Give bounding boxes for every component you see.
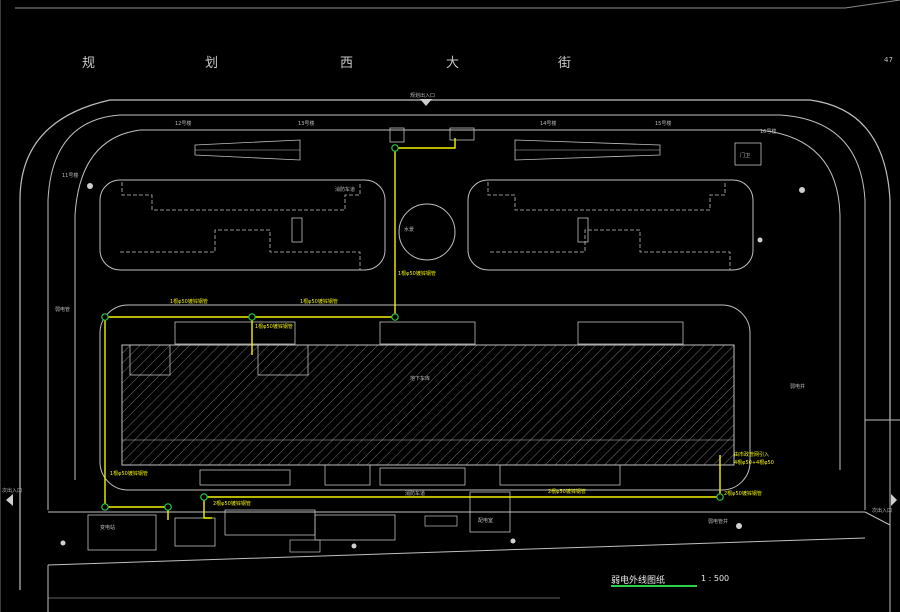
gate-arrow-top xyxy=(420,99,432,106)
main-road-label: 消防车道 xyxy=(405,491,426,497)
route-label: 1根φ50镀锌钢管 xyxy=(110,471,148,477)
route-label: 1根φ50镀锌钢管 xyxy=(398,271,436,277)
gate-left-label: 次出入口 xyxy=(2,488,23,494)
manhole-node xyxy=(101,313,109,321)
street-boundary xyxy=(19,99,891,590)
title-underline xyxy=(611,585,697,587)
building-label: 11号楼 xyxy=(62,173,79,179)
fire-lane-label: 消防车道 xyxy=(335,187,356,193)
route-label: 由市政管网引入 xyxy=(734,452,770,458)
street-name-char: 规 xyxy=(82,56,96,71)
street-name-char: 大 xyxy=(446,56,460,71)
site-outer-road xyxy=(47,114,866,510)
main-building-hatch xyxy=(121,344,735,466)
upper-left-block xyxy=(99,179,386,271)
round-pool xyxy=(398,203,456,261)
building-label: 12号楼 xyxy=(175,121,192,127)
route-label: 4根φ50+4根φ50 xyxy=(734,460,774,466)
manhole-node xyxy=(248,313,256,321)
street-name-char: 街 xyxy=(558,56,572,71)
route-label: 1根φ50镀锌钢管 xyxy=(170,299,208,305)
note-label: 弱电管井 xyxy=(708,519,729,525)
route-top-branch xyxy=(395,138,456,149)
sheet-border-top xyxy=(15,0,900,9)
edge-number: 47 xyxy=(884,56,893,64)
building-label: 15号楼 xyxy=(655,121,672,127)
station-label: 变电站 xyxy=(100,525,116,531)
main-building-outline xyxy=(99,304,751,491)
manhole-nodes xyxy=(101,144,724,511)
lower-building-b xyxy=(174,517,216,547)
route-bottom-left xyxy=(105,506,169,520)
lower-building-e xyxy=(469,491,511,533)
building-label: 14号楼 xyxy=(540,121,557,127)
building-label: 16号楼 xyxy=(760,129,777,135)
drawing-title: 弱电外线图纸 xyxy=(611,576,666,586)
upper-right-block xyxy=(467,179,754,271)
manhole-node xyxy=(164,503,172,511)
manhole-node xyxy=(200,493,208,501)
pool-label: 水景 xyxy=(404,227,415,233)
guard-label: 门卫 xyxy=(740,153,751,159)
gate-arrow-right xyxy=(891,494,897,506)
manhole-node xyxy=(391,144,399,152)
street-name-char: 划 xyxy=(205,56,219,71)
street-name-char: 西 xyxy=(340,56,354,71)
drawing-scale: 1 : 500 xyxy=(701,574,730,583)
route-label: 2根φ50镀锌钢管 xyxy=(724,491,762,497)
gate-arrow-left xyxy=(6,494,13,506)
garage-label: 地下车库 xyxy=(410,376,431,382)
route-label: 1根φ50镀锌钢管 xyxy=(300,299,338,305)
note-label: 弱电井 xyxy=(790,384,806,390)
gate-top-label: 规划出入口 xyxy=(410,93,436,99)
route-label: 2根φ50镀锌钢管 xyxy=(548,489,586,495)
lower-building-d xyxy=(314,514,396,541)
parking-strip-left xyxy=(194,139,301,161)
note-label: 弱电管 xyxy=(55,307,71,313)
route-bottom-drop xyxy=(203,497,212,519)
manhole-node xyxy=(716,493,724,501)
building-label: 13号楼 xyxy=(298,121,315,127)
gate-right-label: 次出入口 xyxy=(872,508,893,514)
lower-building-c xyxy=(224,509,316,536)
route-label: 2根φ50镀锌钢管 xyxy=(213,501,251,507)
route-label: 1根φ50镀锌钢管 xyxy=(255,324,293,330)
lower-building-a xyxy=(87,514,157,551)
manhole-node xyxy=(101,503,109,511)
box-label: 配电室 xyxy=(478,518,494,524)
manhole-node xyxy=(391,313,399,321)
parking-strip-right xyxy=(514,139,661,161)
